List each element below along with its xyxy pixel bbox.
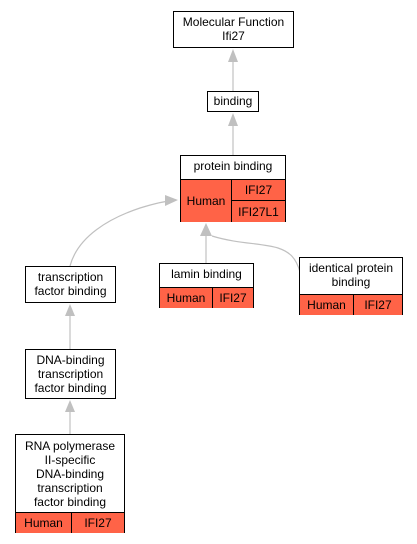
lamin-binding-gene: IFI27 <box>212 288 253 308</box>
protein-binding-gene-1: IFI27 <box>232 180 285 200</box>
arrowhead-molecular-function <box>228 49 238 62</box>
arrowhead-protein-binding-from-lamin <box>200 223 212 236</box>
node-transcription-factor-binding[interactable]: transcription factor binding <box>25 266 116 303</box>
protein-binding-gene-2: IFI27L1 <box>232 200 285 222</box>
node-dna-binding-line3: factor binding <box>34 381 107 395</box>
identical-protein-binding-gene: IFI27 <box>353 295 402 315</box>
node-molecular-function-line2: Ifi27 <box>222 29 245 43</box>
edge-tf-binding-to-protein-binding <box>69 199 177 267</box>
node-lamin-binding-label: lamin binding <box>171 267 242 281</box>
rna-pol-gene: IFI27 <box>71 513 124 533</box>
node-dna-binding-tf-binding[interactable]: DNA-binding transcription factor binding <box>25 349 116 399</box>
protein-binding-annotation-grid: Human IFI27 IFI27L1 <box>181 179 285 222</box>
node-dna-binding-line1: DNA-binding <box>36 353 105 367</box>
node-identical-protein-binding[interactable]: identical protein binding Human IFI27 <box>299 257 403 315</box>
node-identical-protein-binding-line1: identical protein <box>308 261 394 275</box>
node-protein-binding[interactable]: protein binding Human IFI27 IFI27L1 <box>180 155 286 222</box>
identical-protein-binding-species: Human <box>300 295 353 315</box>
node-rna-pol-line2: II-specific <box>44 453 96 467</box>
rna-pol-annotation-grid: Human IFI27 <box>16 512 124 533</box>
arrowhead-binding <box>228 113 238 126</box>
node-molecular-function-line1: Molecular Function <box>182 15 285 29</box>
node-rna-pol-line5: factor binding <box>33 495 107 509</box>
identical-protein-binding-annotation-grid: Human IFI27 <box>300 294 402 315</box>
rna-pol-species: Human <box>16 513 71 533</box>
node-tf-binding-line1: transcription <box>37 270 104 284</box>
node-rna-pol-line1: RNA polymerase <box>24 439 116 453</box>
arrowhead-tf-binding <box>65 304 75 316</box>
node-rna-pol-line4: transcription <box>37 481 103 495</box>
node-identical-protein-binding-line2: binding <box>331 275 371 289</box>
protein-binding-species: Human <box>181 180 231 222</box>
node-binding-label: binding <box>213 94 253 108</box>
lamin-binding-species: Human <box>160 288 212 308</box>
protein-binding-gene-stack: IFI27 IFI27L1 <box>231 180 285 222</box>
node-binding[interactable]: binding <box>207 91 259 112</box>
node-rna-pol-line3: DNA-binding <box>35 467 105 481</box>
node-rna-pol-ii-tf-binding[interactable]: RNA polymerase II-specific DNA-binding t… <box>15 434 125 533</box>
arrowhead-protein-binding-from-tf <box>165 195 178 206</box>
arrowhead-dna-binding <box>65 400 75 412</box>
edge-identical-protein-binding-to-protein-binding <box>211 235 301 273</box>
node-molecular-function[interactable]: Molecular Function Ifi27 <box>173 11 294 48</box>
lamin-binding-annotation-grid: Human IFI27 <box>160 287 253 308</box>
node-dna-binding-line2: transcription <box>37 367 104 381</box>
node-lamin-binding[interactable]: lamin binding Human IFI27 <box>159 263 254 308</box>
node-tf-binding-line2: factor binding <box>34 284 107 298</box>
node-protein-binding-label: protein binding <box>193 159 273 173</box>
